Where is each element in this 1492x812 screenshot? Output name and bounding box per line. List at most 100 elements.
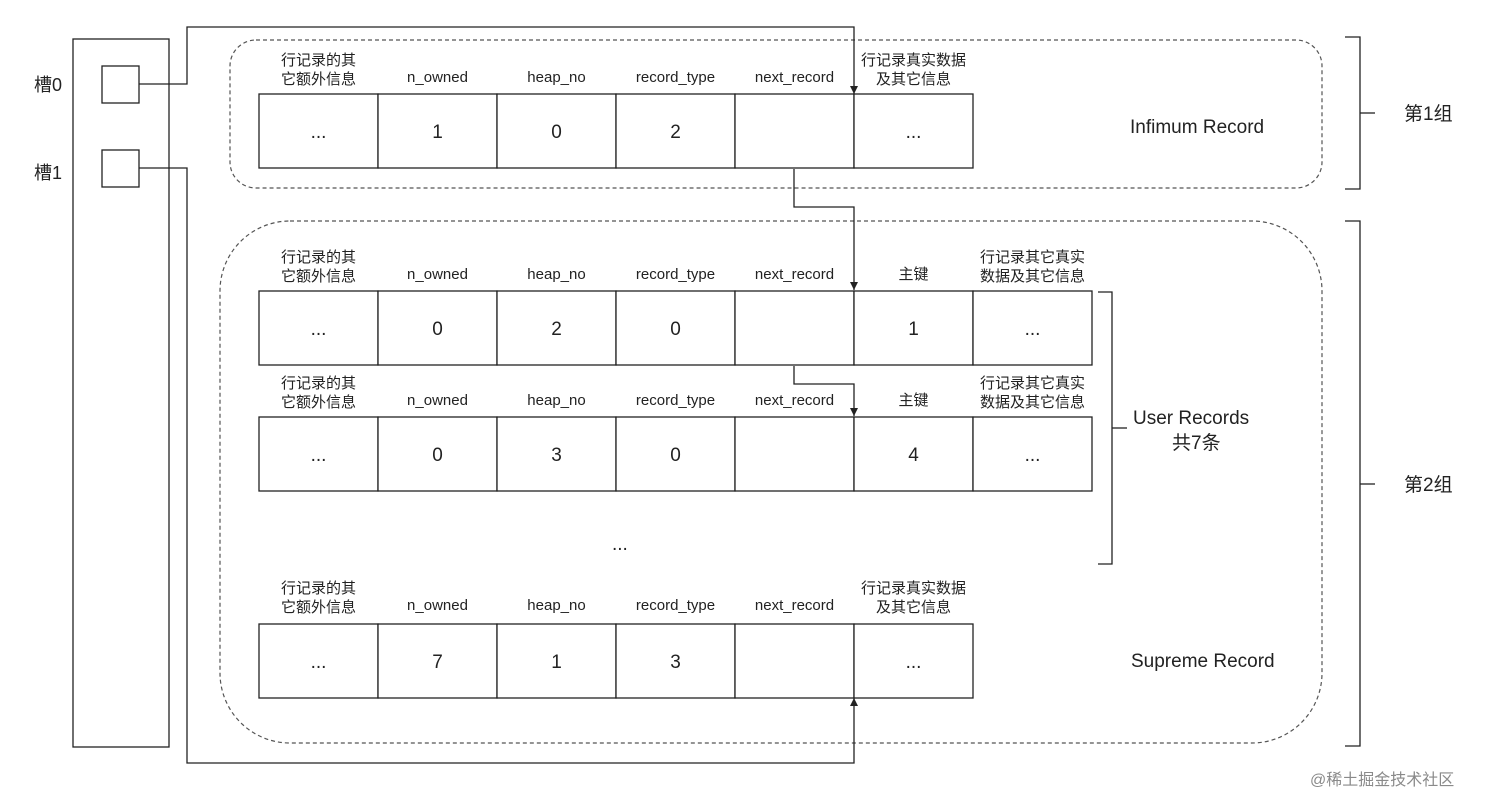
record-field-header: record_type: [636, 597, 715, 614]
link-user1-to-user2: [793, 366, 858, 416]
record-field-header: record_type: [636, 69, 715, 86]
record-cell: [734, 416, 855, 492]
record-cell: [615, 623, 736, 699]
link-infimum-to-user1: [793, 169, 858, 290]
record-field-header: 行记录的其: [281, 249, 356, 266]
record-cell-value: 2: [551, 319, 562, 340]
record-field-header: record_type: [636, 266, 715, 283]
record-cell-value: 0: [670, 319, 681, 340]
record-cell-value: 0: [432, 445, 443, 466]
record-cell-value: 0: [432, 319, 443, 340]
record-field-header: heap_no: [527, 69, 585, 86]
record-field-header: heap_no: [527, 597, 585, 614]
record-cell-value: ...: [1025, 445, 1041, 466]
record-cell-value: 3: [551, 445, 562, 466]
user-records-label: User Records: [1133, 408, 1249, 429]
record-field-header: record_type: [636, 392, 715, 409]
record-field-header: n_owned: [407, 597, 468, 614]
record-field-header: 主键: [898, 266, 928, 283]
record-field-header: heap_no: [527, 266, 585, 283]
record-field-header: 数据及其它信息: [980, 393, 1085, 411]
record-cell: [496, 623, 617, 699]
record-cell: [258, 93, 379, 169]
record-cell-value: ...: [1025, 319, 1041, 340]
record-cell: [377, 623, 498, 699]
slot1-pointer: [139, 167, 858, 764]
record-cell-value: 1: [432, 122, 443, 143]
record-cell: [496, 416, 617, 492]
record-cell: [496, 290, 617, 366]
record-cell-value: ...: [311, 652, 327, 673]
record-cell-value: ...: [311, 319, 327, 340]
record-field-header: next_record: [755, 266, 834, 283]
record-field-header: n_owned: [407, 392, 468, 409]
record-cell: [258, 623, 379, 699]
record-cell-value: 1: [551, 652, 562, 673]
record-field-header: 行记录其它真实: [980, 374, 1085, 392]
slot1-box: [101, 149, 140, 188]
record-cell-value: 3: [670, 652, 681, 673]
group2-label: 第2组: [1404, 474, 1453, 496]
record-field-header: 及其它信息: [876, 70, 951, 88]
group2-brace: [1345, 220, 1361, 747]
record-cell: [734, 623, 855, 699]
record-cell-value: 1: [908, 319, 919, 340]
record-field-header: 及其它信息: [876, 598, 951, 616]
record-field-header: 它额外信息: [281, 598, 356, 616]
supreme-record-label: Supreme Record: [1131, 651, 1275, 672]
group1-label: 第1组: [1404, 103, 1453, 125]
record-cell: [734, 93, 855, 169]
page-directory: [72, 38, 170, 748]
record-field-header: 行记录的其: [281, 580, 356, 597]
more-records-ellipsis: ...: [612, 534, 628, 555]
slot0-pointer: [139, 26, 858, 94]
record-cell: [853, 416, 974, 492]
infimum-record-label: Infimum Record: [1130, 117, 1264, 138]
record-field-header: 行记录真实数据: [861, 579, 966, 597]
record-cell-value: ...: [311, 445, 327, 466]
record-field-header: next_record: [755, 597, 834, 614]
group2-container: [219, 220, 1323, 744]
record-cell-value: 4: [908, 445, 919, 466]
slot0-label: 槽0: [34, 75, 62, 95]
record-cell: [377, 93, 498, 169]
record-field-header: next_record: [755, 392, 834, 409]
record-cell-value: ...: [906, 652, 922, 673]
record-field-header: 它额外信息: [281, 70, 356, 88]
record-cell-value: 0: [670, 445, 681, 466]
record-field-header: 它额外信息: [281, 393, 356, 411]
record-field-header: n_owned: [407, 266, 468, 283]
record-field-header: 行记录真实数据: [861, 51, 966, 69]
record-cell-value: 2: [670, 122, 681, 143]
record-cell-value: 0: [551, 122, 562, 143]
record-field-header: 它额外信息: [281, 267, 356, 285]
record-cell: [615, 290, 736, 366]
record-cell-value: 7: [432, 652, 443, 673]
record-cell: [615, 416, 736, 492]
record-cell: [972, 416, 1093, 492]
record-field-header: heap_no: [527, 392, 585, 409]
user-records-count: 共7条: [1172, 432, 1221, 454]
record-cell: [258, 290, 379, 366]
record-field-header: next_record: [755, 69, 834, 86]
slot1-label: 槽1: [34, 163, 62, 183]
record-cell: [377, 416, 498, 492]
record-cell-value: ...: [906, 122, 922, 143]
record-field-header: 数据及其它信息: [980, 267, 1085, 285]
record-field-header: n_owned: [407, 69, 468, 86]
watermark: @稀土掘金技术社区: [1310, 771, 1454, 789]
record-field-header: 行记录其它真实: [980, 248, 1085, 266]
user-records-brace: [1098, 291, 1113, 565]
group1-container: [229, 39, 1323, 189]
record-cell-value: ...: [311, 122, 327, 143]
record-cell: [972, 290, 1093, 366]
group1-brace: [1345, 36, 1361, 190]
record-field-header: 行记录的其: [281, 375, 356, 392]
record-cell: [853, 623, 974, 699]
